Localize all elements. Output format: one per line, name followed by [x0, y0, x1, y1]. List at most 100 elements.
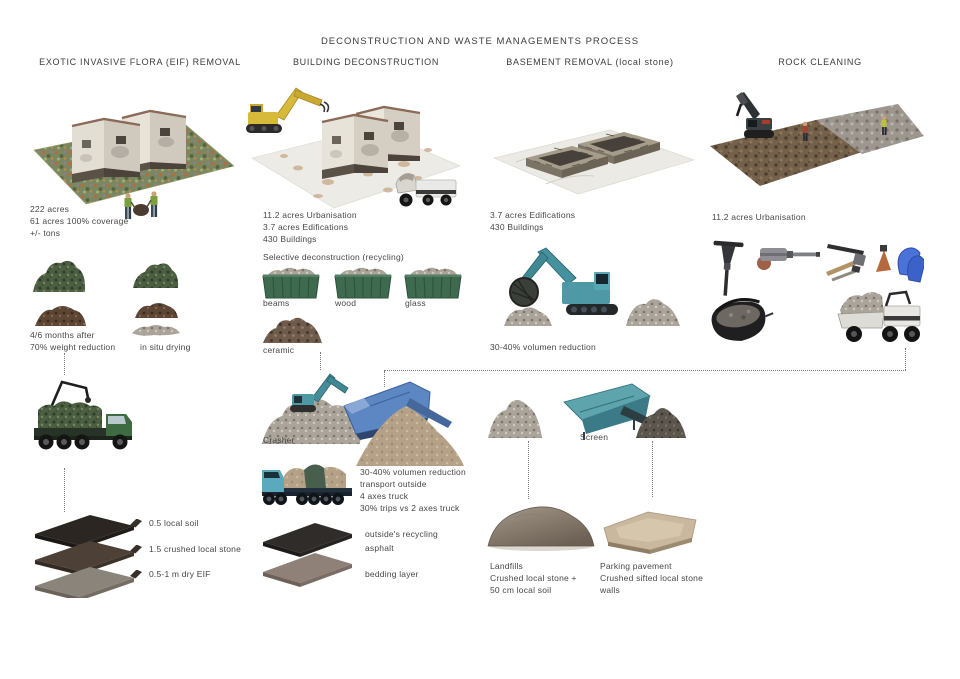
sand-pile-icon [356, 406, 464, 466]
bedding-slab-icon [263, 553, 352, 583]
dotted-connector [384, 371, 385, 387]
mini-dumper-illustration [837, 290, 921, 342]
stone-basement-icon [526, 146, 608, 178]
column-header-building: BUILDING DECONSTRUCTION [292, 57, 440, 67]
worker-icon [881, 115, 887, 135]
hammer-icon [826, 244, 866, 282]
workers-icon [124, 191, 158, 219]
layer-row: 0.5-1 m dry EIF [130, 569, 211, 579]
worker-icon [802, 121, 808, 141]
page-title: DECONSTRUCTION AND WASTE MANAGEMENTS PRO… [320, 36, 640, 47]
building-stats-text: 11.2 acres Urbanisation 3.7 acres Edific… [263, 210, 357, 244]
stone-house-icon [321, 113, 389, 179]
rock-stats-text: 11.2 acres Urbanisation [712, 212, 806, 222]
asphalt-slab-icon [263, 523, 352, 553]
green-pile-icon [33, 260, 86, 292]
excavator-icon [521, 247, 618, 315]
dotted-connector [652, 441, 653, 497]
stone-house-icon [71, 117, 141, 183]
brown-pile-icon [35, 306, 86, 326]
screening-excavator-illustration [504, 247, 680, 326]
building-deconstruction-illustration [246, 87, 461, 209]
crasher-label: Crasher [263, 435, 295, 445]
container-wood-icon [334, 267, 392, 299]
asphalt-layer-label: asphalt [365, 543, 394, 553]
basement-stats-text: 3.7 acres Edifications 430 Buildings [490, 210, 576, 232]
dumper-truck-icon [395, 173, 457, 207]
container-glass-icon [404, 267, 462, 299]
selective-deconstruction-text: Selective deconstruction (recycling) [263, 252, 404, 262]
layer-label: 0.5 local soil [149, 518, 199, 528]
slab-icon [130, 518, 142, 528]
dotted-connector-main [384, 370, 906, 371]
landfills-note-text: Landfills Crushed local stone + 50 cm lo… [490, 561, 577, 595]
layer-label: 1.5 crushed local stone [149, 544, 242, 554]
eif-layers-illustration [35, 515, 134, 598]
screened-pile-icon [626, 299, 680, 326]
parking-note-text: Parking pavement Crushed sifted local st… [600, 561, 704, 595]
layer-row: 1.5 crushed local stone [130, 544, 241, 554]
drill-icon [757, 248, 820, 270]
scattered-stones-icon [280, 146, 432, 198]
column-header-basement: BASEMENT REMOVAL (local stone) [506, 57, 674, 67]
dotted-connector [64, 468, 65, 512]
eif-piles-illustration [33, 260, 180, 336]
dried-pile-icon [132, 325, 180, 336]
dotted-connector [64, 353, 65, 375]
layer-label: 0.5-1 m dry EIF [149, 569, 211, 579]
bucket-icon [711, 298, 774, 341]
screen-illustration [488, 383, 686, 440]
container-beams-icon [262, 267, 320, 299]
slab-icon [130, 544, 142, 554]
material-label-beams: beams [263, 298, 290, 308]
dotted-connector [320, 352, 321, 370]
dotted-connector [528, 441, 529, 499]
parking-pavement-illustration [603, 511, 697, 554]
ceramic-pile-illustration [263, 317, 322, 343]
eif-load-icon [38, 401, 102, 428]
basement-reduction-text: 30-40% volumen reduction [490, 342, 596, 352]
gravel-load-icon [840, 292, 884, 316]
column-header-eif: EXOTIC INVASIVE FLORA (EIF) REMOVAL [39, 57, 241, 67]
gloves-icon [897, 247, 924, 283]
excavator-icon [290, 373, 349, 412]
material-label-wood: wood [335, 298, 357, 308]
unscreened-pile-icon [488, 399, 542, 438]
transport-note-text: 30-40% volumen reduction transport outsi… [360, 467, 466, 513]
eif-drying-text: 4/6 months after 70% weight reduction [30, 330, 116, 352]
jackhammer-icon [713, 240, 744, 296]
brown-pile-icon [135, 303, 178, 318]
material-label-glass: glass [405, 298, 426, 308]
dotted-connector [905, 348, 906, 370]
crasher-illustration [262, 373, 464, 466]
fine-pile-icon [636, 408, 686, 438]
column-header-rock: ROCK CLEANING [778, 57, 862, 67]
rock-terrain-icon [710, 120, 862, 186]
eif-drying-method-text: in situ drying [140, 342, 191, 352]
chisel-icon [876, 245, 891, 272]
hand-tools-illustration [713, 240, 924, 296]
eif-stats-text: 222 acres 61 acres 100% coverage +/- ton… [30, 204, 129, 238]
crushed-stone-slab-icon [35, 541, 134, 571]
material-label-ceramic: ceramic [263, 345, 295, 355]
green-pile-icon [133, 263, 179, 288]
slab-icon [130, 569, 142, 579]
screen-label: Screen [580, 432, 609, 442]
excavator-icon [246, 87, 330, 133]
dry-eif-slab-icon [35, 567, 134, 597]
rock-cleaning-site-illustration [710, 92, 924, 186]
soil-slab-icon [35, 515, 134, 545]
boulder-icon [487, 506, 595, 547]
basement-site-illustration [493, 129, 695, 195]
asphalt-layer-label: bedding layer [365, 569, 419, 579]
rubble-pile-icon [262, 399, 361, 444]
flora-field-illustration [33, 109, 235, 219]
cleaned-rock-icon [816, 104, 924, 154]
transport-truck-illustration [262, 464, 352, 505]
material-containers-illustration [262, 267, 462, 299]
asphalt-layers-illustration [263, 523, 352, 587]
crane-truck-illustration [34, 380, 132, 450]
skip-bucket-illustration [711, 298, 774, 341]
asphalt-layer-label: outside's recycling [365, 529, 438, 539]
